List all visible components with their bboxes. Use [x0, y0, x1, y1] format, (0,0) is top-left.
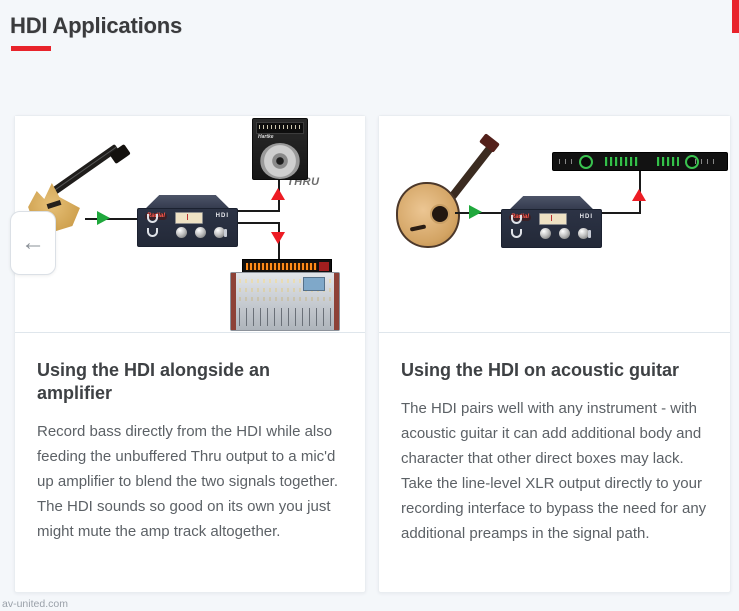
application-cards: Radial HDI THRU	[14, 115, 731, 593]
card-amplifier: Radial HDI THRU	[14, 115, 366, 593]
diagram-acoustic: Radial HDI	[379, 116, 730, 333]
hdi-knob-icon	[540, 228, 551, 239]
card-acoustic-guitar: Radial HDI	[378, 115, 731, 593]
signal-arrow-green-icon	[97, 211, 110, 225]
signal-arrow-red-down-icon	[271, 232, 285, 244]
signal-line	[238, 210, 280, 212]
mixer-screen	[303, 277, 325, 291]
page-header: HDI Applications	[0, 0, 739, 51]
hdi-toggle-switch	[511, 229, 522, 238]
card-body: The HDI pairs well with any instrument -…	[401, 400, 707, 543]
interface-buttons	[695, 159, 719, 164]
bass-amp-icon: Hartke	[252, 118, 308, 180]
audio-interface-icon	[552, 152, 728, 171]
bass-neck	[50, 143, 120, 196]
hdi-top-panel	[510, 196, 593, 209]
title-underline	[11, 46, 51, 51]
hdi-switch	[224, 229, 227, 237]
signal-arrow-green-icon	[469, 205, 482, 219]
interface-knob-icon	[579, 155, 593, 169]
signal-arrow-red-up-icon	[271, 188, 285, 200]
watermark: av-united.com	[2, 598, 68, 610]
card-heading: Using the HDI alongside an amplifier	[37, 360, 271, 404]
hdi-switch	[588, 230, 591, 238]
amp-speaker-icon	[260, 143, 300, 179]
carousel-prev-button[interactable]: ←	[10, 211, 56, 275]
signal-line	[85, 218, 137, 220]
hdi-toggle-switch	[147, 214, 158, 223]
signal-line	[602, 212, 641, 214]
hdi-knob-icon	[195, 227, 206, 238]
guitar-body	[396, 182, 460, 248]
hdi-front-panel: Radial HDI	[501, 209, 602, 248]
card-text: Using the HDI alongside an amplifier Rec…	[15, 333, 365, 544]
amp-brand-label: Hartke	[258, 134, 274, 140]
mixer-faders	[239, 308, 331, 326]
vu-meter-icon	[175, 212, 203, 224]
hdi-top-panel	[146, 195, 229, 208]
radial-hdi-icon: Radial HDI	[137, 195, 238, 247]
left-arrow-icon: ←	[21, 229, 45, 256]
vu-meter-icon	[539, 213, 567, 225]
hdi-model-label: HDI	[579, 214, 593, 220]
hdi-knob-icon	[578, 228, 589, 239]
acoustic-guitar-icon	[396, 133, 516, 304]
card-heading: Using the HDI on acoustic guitar	[401, 360, 680, 380]
radial-hdi-icon: Radial HDI	[501, 196, 602, 248]
signal-line	[238, 222, 280, 224]
hdi-knob-icon	[559, 228, 570, 239]
interface-buttons	[559, 159, 573, 164]
hdi-front-panel: Radial HDI	[137, 208, 238, 247]
red-corner-accent	[732, 0, 739, 33]
hdi-knob-icon	[176, 227, 187, 238]
diagram-amplifier: Radial HDI THRU	[15, 116, 365, 333]
hdi-knob-icon	[214, 227, 225, 238]
hdi-toggle-switch	[147, 228, 158, 237]
interface-meters	[605, 157, 639, 166]
amp-control-panel	[256, 122, 304, 134]
mixer-body	[230, 272, 340, 331]
card-text: Using the HDI on acoustic guitar The HDI…	[379, 333, 730, 546]
signal-arrow-red-up-icon	[632, 189, 646, 201]
page-title: HDI Applications	[10, 13, 182, 38]
mixing-console-icon	[230, 259, 340, 331]
hdi-toggle-switch	[511, 215, 522, 224]
hdi-model-label: HDI	[215, 213, 229, 219]
card-body: Record bass directly from the HDI while …	[37, 423, 339, 541]
guitar-soundhole	[430, 204, 450, 224]
interface-meters	[657, 157, 679, 166]
